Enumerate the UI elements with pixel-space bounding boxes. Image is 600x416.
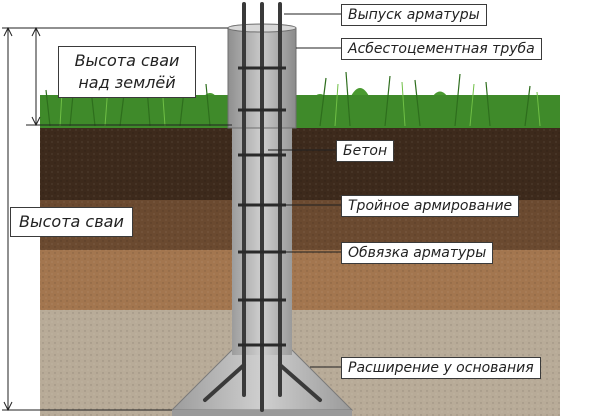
label-pile-height-above-line2: над землёй — [78, 73, 176, 92]
rebar-ties — [238, 66, 286, 347]
label-base-widening: Расширение у основания — [341, 357, 541, 379]
label-rebar-outlet: Выпуск арматуры — [341, 4, 487, 26]
label-triple-reinforcement: Тройное армирование — [341, 195, 520, 217]
grass — [40, 71, 560, 128]
label-pile-height-above-line1: Высота сваи — [74, 51, 180, 70]
label-concrete: Бетон — [336, 140, 395, 162]
label-asbestos-pipe: Асбестоцементная труба — [341, 38, 542, 60]
leader-lines — [268, 13, 341, 368]
label-pile-height-above-ground: Высота сваи над землёй — [58, 46, 196, 98]
label-rebar-binding: Обвязка арматуры — [341, 242, 494, 264]
dimension-lines — [2, 26, 232, 412]
label-pile-height: Высота сваи — [10, 207, 133, 237]
